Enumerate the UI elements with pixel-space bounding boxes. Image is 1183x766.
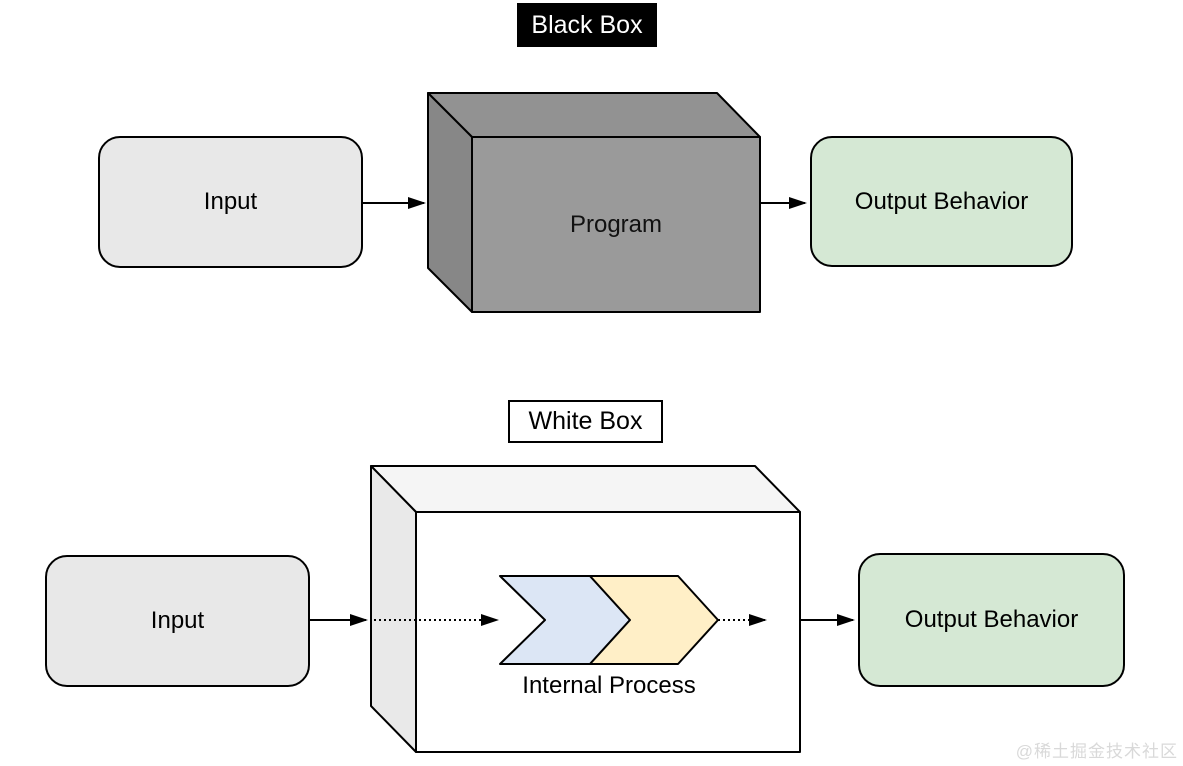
white-box-output-node: Output Behavior	[858, 553, 1125, 687]
whitebox-cube-top-face	[370, 465, 801, 513]
white-box-title: White Box	[508, 400, 663, 443]
white-box-input-node: Input	[45, 555, 310, 687]
black-box-output-node: Output Behavior	[810, 136, 1073, 267]
program-cube	[427, 92, 761, 313]
program-cube-top-face	[427, 92, 761, 138]
whitebox-cube-left-face	[370, 465, 417, 753]
watermark-text: @稀土掘金技术社区	[1015, 742, 1178, 761]
program-cube-front-face	[471, 136, 761, 313]
internal-process-chevrons	[499, 575, 719, 665]
black-box-title: Black Box	[517, 3, 657, 47]
black-box-input-node: Input	[98, 136, 363, 268]
chevron-step-2	[589, 575, 719, 665]
